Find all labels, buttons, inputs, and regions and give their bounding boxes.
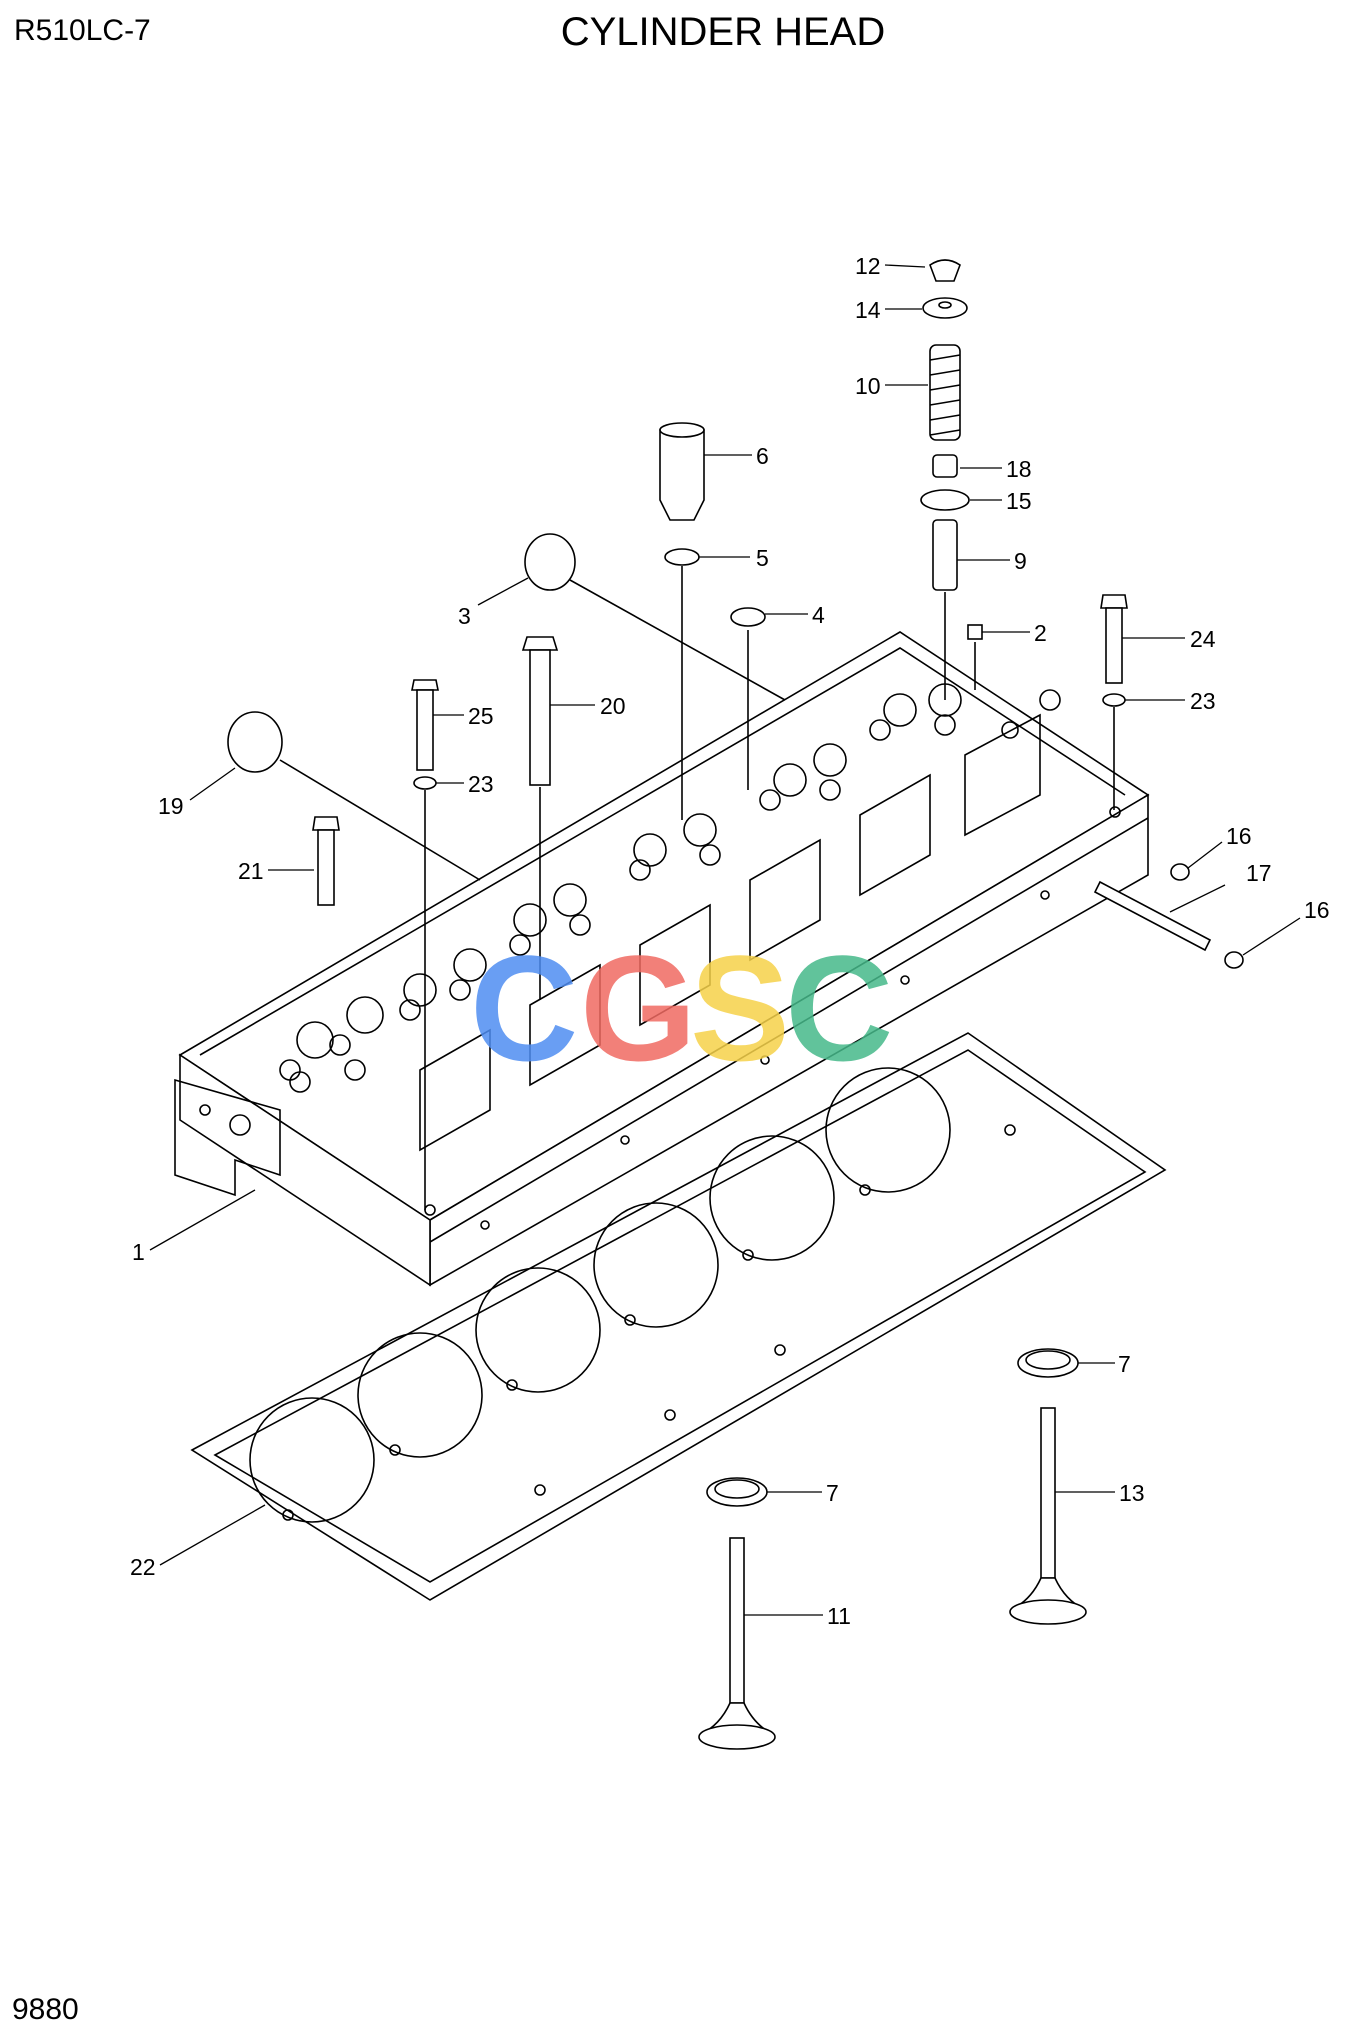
model-code: R510LC-7 bbox=[14, 14, 151, 47]
callout-labels: 12 14 10 18 15 9 2 6 5 4 3 20 25 23 19 2… bbox=[130, 253, 1330, 1629]
callout-13: 13 bbox=[1119, 1480, 1145, 1506]
callout-24: 24 bbox=[1190, 626, 1216, 652]
callout-1: 1 bbox=[132, 1239, 145, 1265]
tube-17 bbox=[1093, 880, 1212, 952]
watermark-logo: C G S C bbox=[470, 924, 893, 1092]
washer-23-right bbox=[1102, 693, 1126, 707]
spring-seat bbox=[920, 489, 970, 511]
callout-10: 10 bbox=[855, 373, 881, 399]
valve-11 bbox=[698, 1537, 776, 1750]
callout-19: 19 bbox=[158, 793, 184, 819]
stem-seal bbox=[932, 454, 958, 478]
plug-16-a bbox=[1170, 863, 1190, 881]
washer-23-left bbox=[413, 776, 437, 790]
watermark-letter-3: S bbox=[690, 924, 790, 1092]
bolt-24 bbox=[1100, 594, 1128, 684]
callout-6: 6 bbox=[756, 443, 769, 469]
bolt-25 bbox=[411, 679, 439, 771]
watermark-letter-2: G bbox=[580, 924, 697, 1092]
callout-16-b: 16 bbox=[1304, 897, 1330, 923]
valve-cotter bbox=[929, 259, 961, 282]
callout-25: 25 bbox=[468, 703, 494, 729]
expansion-plug-19 bbox=[227, 711, 283, 773]
o-ring bbox=[664, 548, 700, 566]
callout-3: 3 bbox=[458, 603, 471, 629]
callout-18: 18 bbox=[1006, 456, 1032, 482]
callout-9: 9 bbox=[1014, 548, 1027, 574]
head-gasket bbox=[190, 1032, 1167, 1601]
page-title-wrap: CYLINDER HEAD bbox=[0, 10, 1346, 55]
callout-4: 4 bbox=[812, 602, 825, 628]
valve-13 bbox=[1009, 1407, 1087, 1625]
callout-15: 15 bbox=[1006, 488, 1032, 514]
leader-lines bbox=[149, 264, 1301, 1616]
cylinder-head-block bbox=[174, 631, 1150, 1287]
watermark-letter-4: C bbox=[785, 924, 893, 1092]
page-number: 9880 bbox=[12, 1993, 79, 2026]
watermark-letter-1: C bbox=[470, 924, 578, 1092]
callout-17: 17 bbox=[1246, 860, 1272, 886]
callout-22: 22 bbox=[130, 1554, 156, 1580]
callout-2: 2 bbox=[1034, 620, 1047, 646]
callout-20: 20 bbox=[600, 693, 626, 719]
valve-guide bbox=[932, 519, 958, 591]
plug-small bbox=[967, 624, 983, 640]
callout-16-a: 16 bbox=[1226, 823, 1252, 849]
bolt-21 bbox=[312, 816, 340, 906]
callout-7-lower: 7 bbox=[826, 1480, 839, 1506]
callout-11: 11 bbox=[827, 1603, 851, 1629]
callout-23-right: 23 bbox=[1190, 688, 1216, 714]
valve-spring bbox=[929, 344, 961, 441]
callout-21: 21 bbox=[238, 858, 264, 884]
page-title: CYLINDER HEAD bbox=[560, 10, 886, 54]
seal-ring bbox=[730, 607, 766, 627]
plug-16-b bbox=[1224, 951, 1244, 969]
injector-sleeve bbox=[659, 429, 705, 521]
callout-14: 14 bbox=[855, 297, 881, 323]
expansion-plug-3 bbox=[524, 533, 576, 591]
callout-23-left: 23 bbox=[468, 771, 494, 797]
callout-7-upper: 7 bbox=[1118, 1351, 1131, 1377]
long-bolt-20 bbox=[521, 636, 559, 786]
callout-12: 12 bbox=[855, 253, 881, 279]
callout-5: 5 bbox=[756, 545, 769, 571]
